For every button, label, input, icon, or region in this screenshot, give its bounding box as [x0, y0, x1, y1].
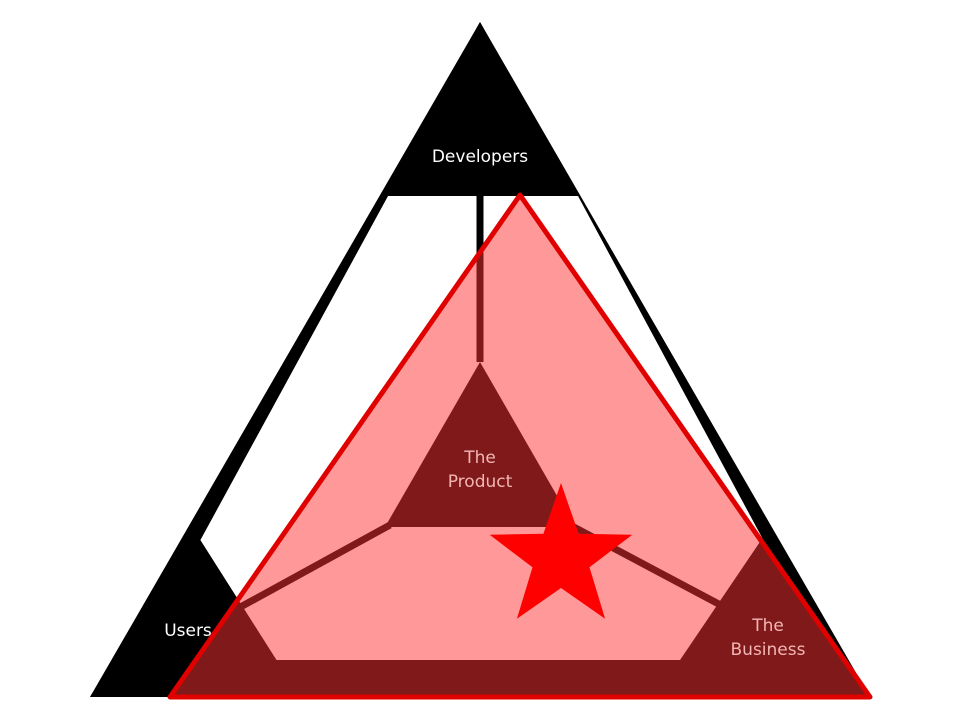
star-icon [489, 483, 633, 619]
product-label-line1: The [463, 448, 496, 468]
developers-label: Developers [432, 147, 528, 167]
business-label-line1: The [751, 616, 784, 636]
highlight-overlay-triangle [167, 192, 873, 700]
users-label: Users [164, 621, 212, 641]
developers-corner [385, 22, 577, 196]
business-label-line2: Business [731, 640, 806, 660]
product-label-line2: Product [448, 472, 513, 492]
